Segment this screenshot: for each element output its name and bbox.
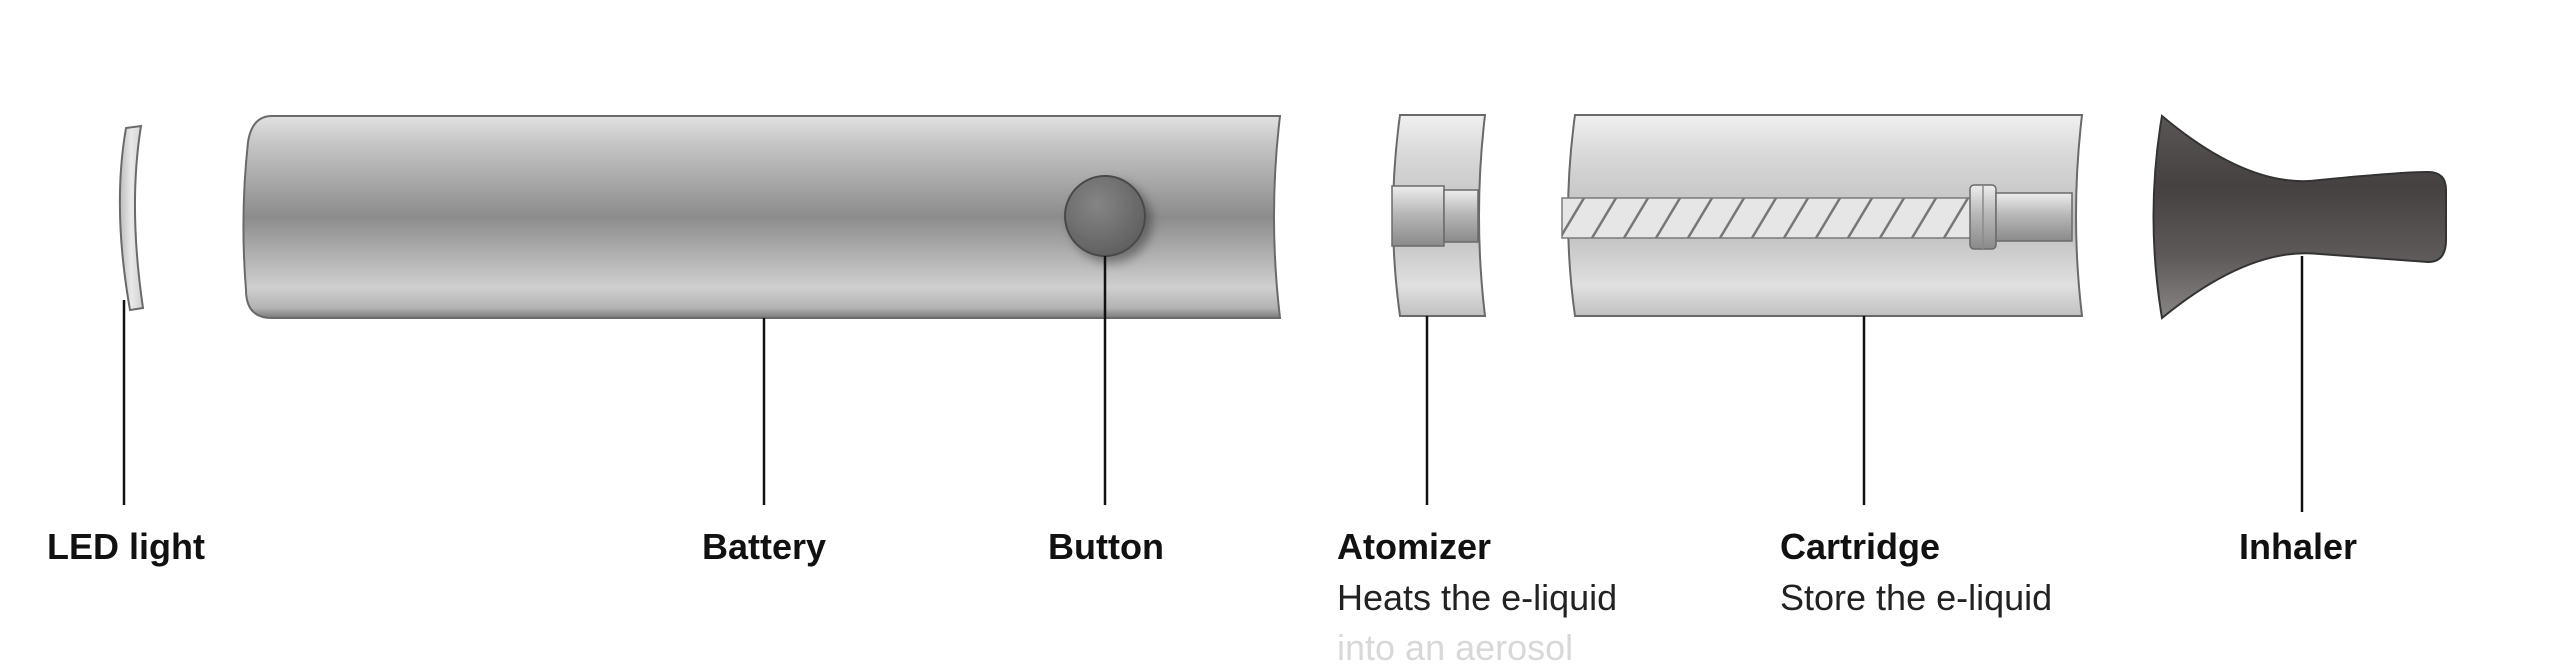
button-shape[interactable] — [1064, 175, 1146, 257]
leader-lines — [122, 256, 2304, 512]
button-label: Button — [1048, 526, 1164, 567]
atomizer-label: Atomizer — [1337, 526, 1492, 567]
atomizer-core — [1391, 185, 1445, 247]
atomizer-description-line2: into an aerosol — [1337, 627, 1574, 668]
inhaler-label: Inhaler — [2239, 526, 2358, 567]
battery-body — [242, 115, 1282, 319]
cartridge-description: Store the e-liquid — [1780, 577, 2053, 618]
led-light-label: LED light — [47, 526, 205, 567]
atomizer-description-line1: Heats the e-liquid — [1337, 577, 1618, 618]
cartridge-label: Cartridge — [1780, 526, 1941, 567]
inhaler-shape — [2152, 114, 2447, 320]
cartridge-connector — [1995, 192, 2073, 242]
led-light-shape — [118, 124, 145, 312]
cartridge-spring-coils — [1562, 198, 1970, 238]
battery-label: Battery — [702, 526, 827, 567]
